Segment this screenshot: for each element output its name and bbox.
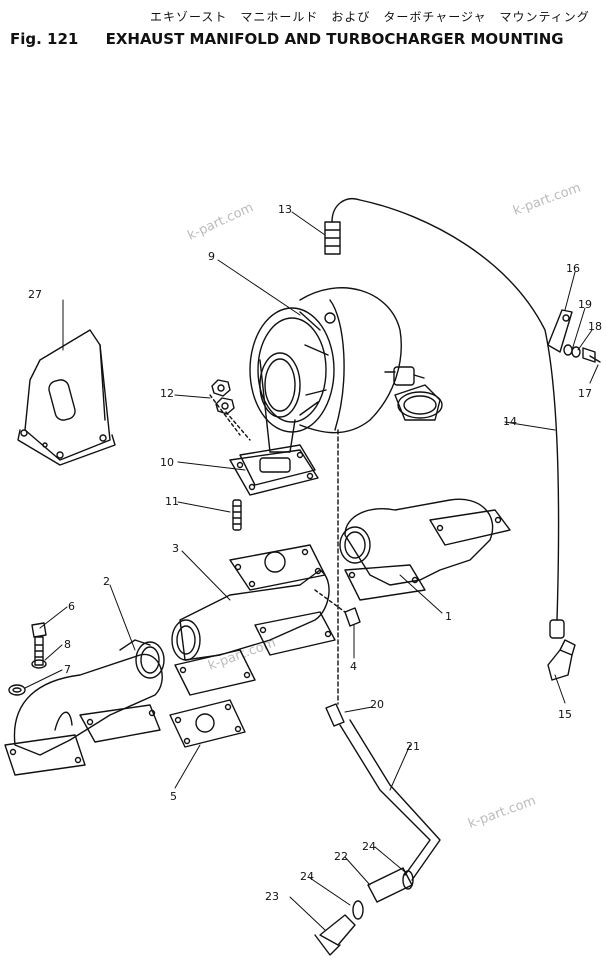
leader-lines [24, 211, 599, 931]
callout-5: 5 [170, 790, 177, 803]
title-english-row: Fig. 121 EXHAUST MANIFOLD AND TURBOCHARG… [10, 30, 564, 48]
callout-1: 1 [445, 610, 452, 623]
callout-2: 2 [103, 575, 110, 588]
part-12-nuts [209, 379, 251, 441]
callout-11: 11 [165, 495, 179, 508]
callout-23: 23 [265, 890, 279, 903]
part-1-rear-exhaust-manifold [339, 498, 511, 601]
part-21-oil-drain-tube [339, 719, 441, 881]
callout-8: 8 [64, 638, 71, 651]
callout-9: 9 [208, 250, 215, 263]
part-27-heat-shield [17, 329, 116, 466]
callout-13: 13 [278, 203, 292, 216]
figure-number: Fig. 121 [10, 30, 79, 48]
figure-title: EXHAUST MANIFOLD AND TURBOCHARGER MOUNTI… [105, 30, 564, 48]
callout-16: 16 [566, 262, 580, 275]
part-11-stud [232, 499, 242, 531]
callout-19: 19 [578, 298, 592, 311]
part-23-elbow [314, 914, 356, 956]
callout-27: 27 [28, 288, 42, 301]
callout-7: 7 [64, 663, 71, 676]
callout-15: 15 [558, 708, 572, 721]
callout-17: 17 [578, 387, 592, 400]
callout-24-lower: 24 [300, 870, 314, 883]
part-14-oil-feed-tube [331, 198, 565, 639]
part-2-front-exhaust-manifold [4, 639, 165, 776]
part-6-bolt [31, 622, 47, 666]
part-4-plug [314, 589, 361, 627]
watermark-1: k-part.com [185, 200, 255, 244]
part-5-gasket [169, 699, 246, 748]
part-15-elbow-fitting [547, 639, 576, 681]
callout-3: 3 [172, 542, 179, 555]
callout-labels: 27 9 13 12 10 11 3 2 6 8 7 1 4 5 20 21 1… [28, 203, 602, 903]
watermark-4: k-part.com [466, 793, 538, 831]
callout-22: 22 [334, 850, 348, 863]
callout-24-upper: 24 [362, 840, 376, 853]
callout-10: 10 [160, 456, 174, 469]
part-9-turbocharger [249, 287, 443, 434]
callout-18: 18 [588, 320, 602, 333]
callout-14: 14 [503, 415, 517, 428]
part-24-clamps [352, 870, 414, 920]
callout-20: 20 [370, 698, 384, 711]
watermark-2: k-part.com [511, 180, 583, 218]
callout-21: 21 [406, 740, 420, 753]
title-japanese: エキゾースト マニホールド および ターボチャージャ マウンティング [150, 10, 590, 24]
part-16-19-bracket-hardware [547, 309, 601, 363]
part-20-connector [325, 429, 345, 727]
part-3-center-exhaust-manifold [171, 544, 336, 696]
part-13-fitting [324, 221, 341, 255]
part-10-turbine-elbow-gasket [229, 359, 319, 496]
callout-4: 4 [350, 660, 357, 673]
part-7-ring [8, 684, 26, 696]
part-8-washer [31, 659, 47, 669]
callout-12: 12 [160, 387, 174, 400]
callout-6: 6 [68, 600, 75, 613]
